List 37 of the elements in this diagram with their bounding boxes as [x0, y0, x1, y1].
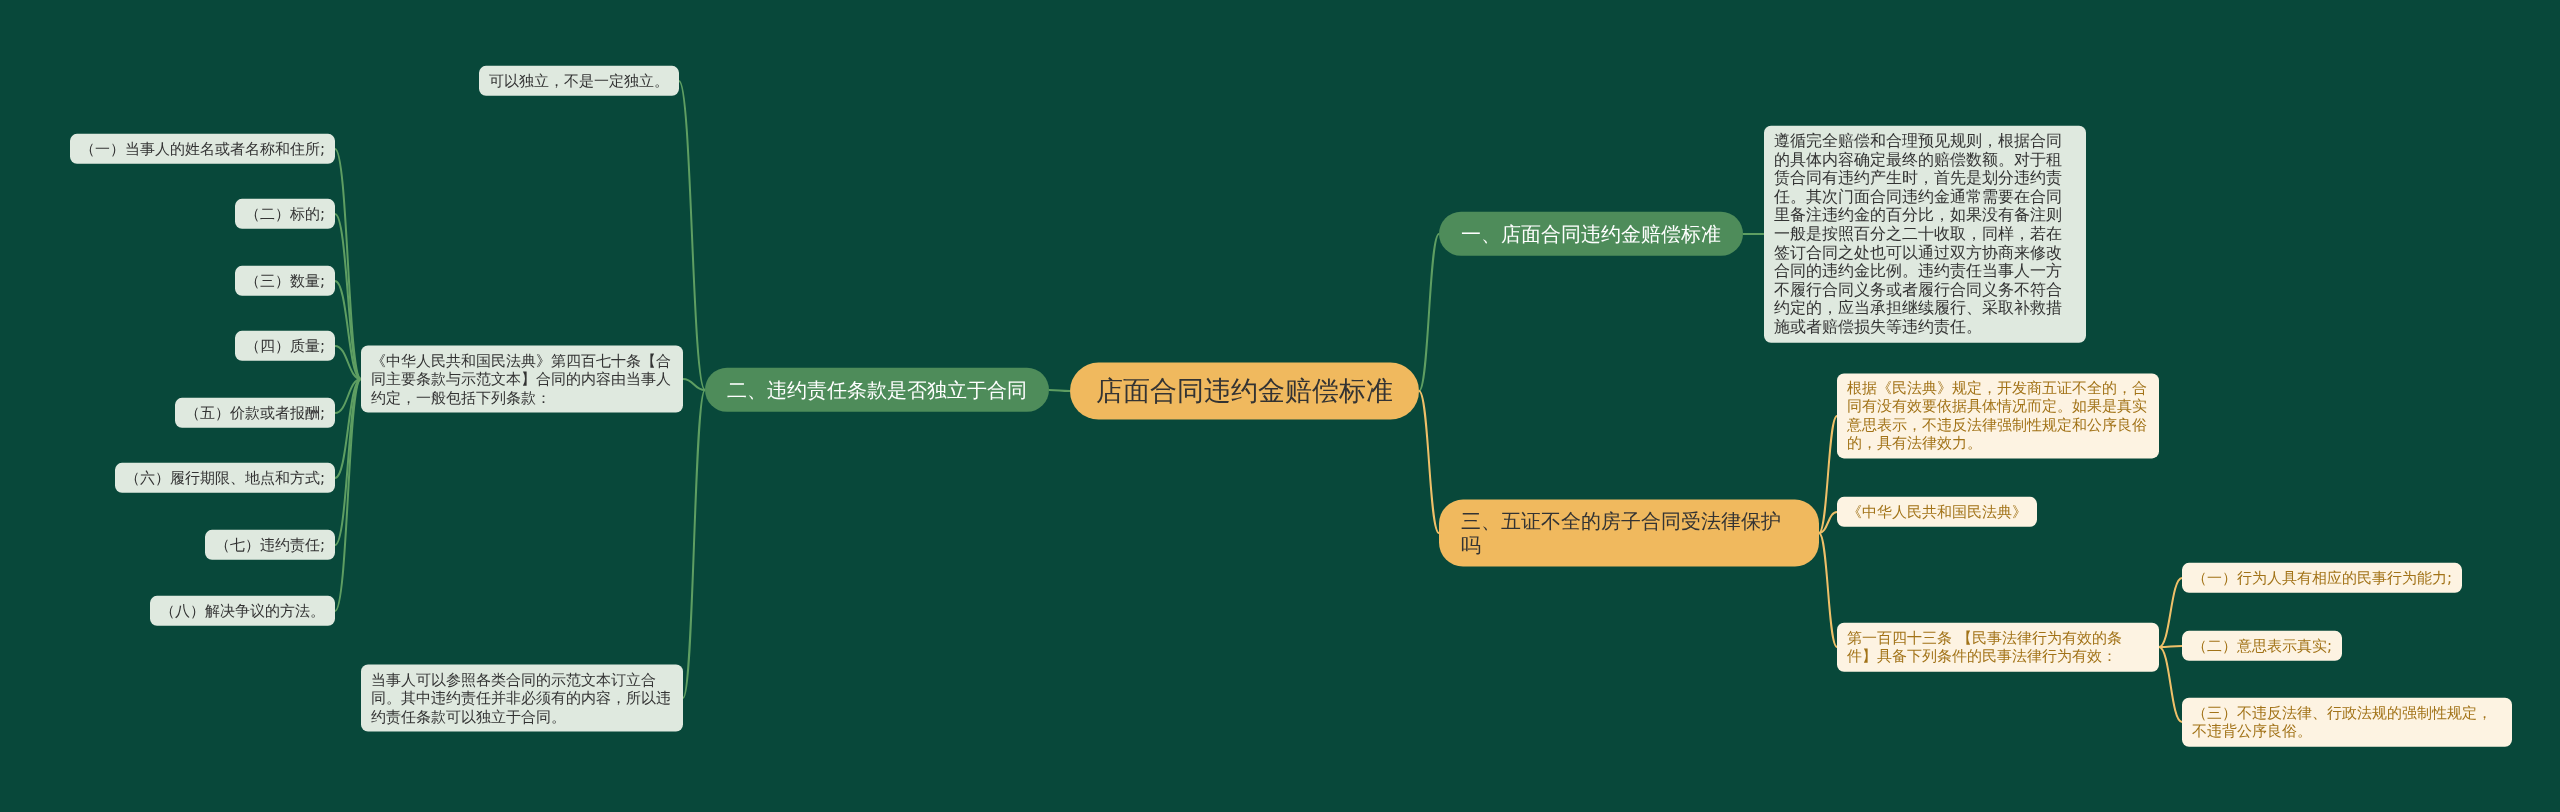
- item-box: （三）不违反法律、行政法规的强制性规定，不违背公序良俗。: [2182, 697, 2512, 747]
- connector-line: [1418, 233, 1440, 392]
- topic-box: 二、违约责任条款是否独立于合同: [705, 367, 1049, 413]
- connector-line: [1418, 390, 1440, 534]
- note-box: 第一百四十三条 【民事法律行为有效的条件】具备下列条件的民事法律行为有效：: [1837, 622, 2159, 672]
- item-box: （七）违约责任;: [204, 529, 335, 561]
- connector-line: [2158, 646, 2183, 723]
- note-box: 《中华人民共和国民法典》: [1837, 496, 2037, 528]
- topic-box: 一、店面合同违约金赔偿标准: [1439, 211, 1743, 257]
- item-box: （二）意思表示真实;: [2182, 630, 2343, 662]
- connector-line: [2158, 645, 2183, 648]
- note-box: 遵循完全赔偿和合理预见规则，根据合同的具体内容确定最终的赔偿数额。对于租赁合同有违约产生时，首先是划分违约责任。其次门面合同违约金通常需要在合同里备注违约金的百分比，如果没有备注则一般是按照百分之二十收取，同样，若在签订合同之处也可以通过双方协商来修改合同的违约金比例。违约责任当事人一方不履行合同义务或者履行合同义务不符合约定的，应当承担继续履行、采取补救措施或者赔偿损失等违约责任。: [1764, 125, 2086, 343]
- connector-line: [2158, 577, 2183, 648]
- connector-line: [678, 80, 706, 391]
- connector-line: [682, 389, 706, 699]
- connector-line: [1818, 511, 1838, 534]
- connector-line: [1818, 532, 1838, 648]
- item-box: （一）行为人具有相应的民事行为能力;: [2182, 562, 2463, 594]
- topic-box: 三、五证不全的房子合同受法律保护吗: [1439, 499, 1819, 567]
- item-box: （六）履行期限、地点和方式;: [114, 462, 335, 494]
- note-box: 可以独立，不是一定独立。: [479, 65, 679, 97]
- connector-line: [682, 378, 706, 391]
- connector-line: [1048, 389, 1071, 392]
- note-box: 当事人可以参照各类合同的示范文本订立合同。其中违约责任并非必须有的内容，所以违约责任条款可以独立于合同。: [361, 664, 683, 732]
- item-box: （一）当事人的姓名或者名称和住所;: [69, 133, 335, 165]
- note-box: 《中华人民共和国民法典》第四百七十条【合同主要条款与示范文本】合同的内容由当事人约定，一般包括下列条款：: [361, 345, 683, 413]
- central-topic: 店面合同违约金赔偿标准: [1070, 362, 1419, 420]
- item-box: （八）解决争议的方法。: [150, 595, 335, 627]
- note-box: 根据《民法典》规定，开发商五证不全的，合同有没有效要依据具体情况而定。如果是真实意思表示，不违反法律强制性规定和公序良俗的，具有法律效力。: [1837, 373, 2159, 459]
- connector-line: [1742, 233, 1765, 235]
- connector-line: [1818, 415, 1838, 534]
- connector-line: [334, 148, 362, 380]
- connector-line: [334, 378, 362, 612]
- item-box: （二）标的;: [234, 198, 335, 230]
- item-box: （三）数量;: [234, 265, 335, 297]
- item-box: （四）质量;: [234, 330, 335, 362]
- item-box: （五）价款或者报酬;: [174, 397, 335, 429]
